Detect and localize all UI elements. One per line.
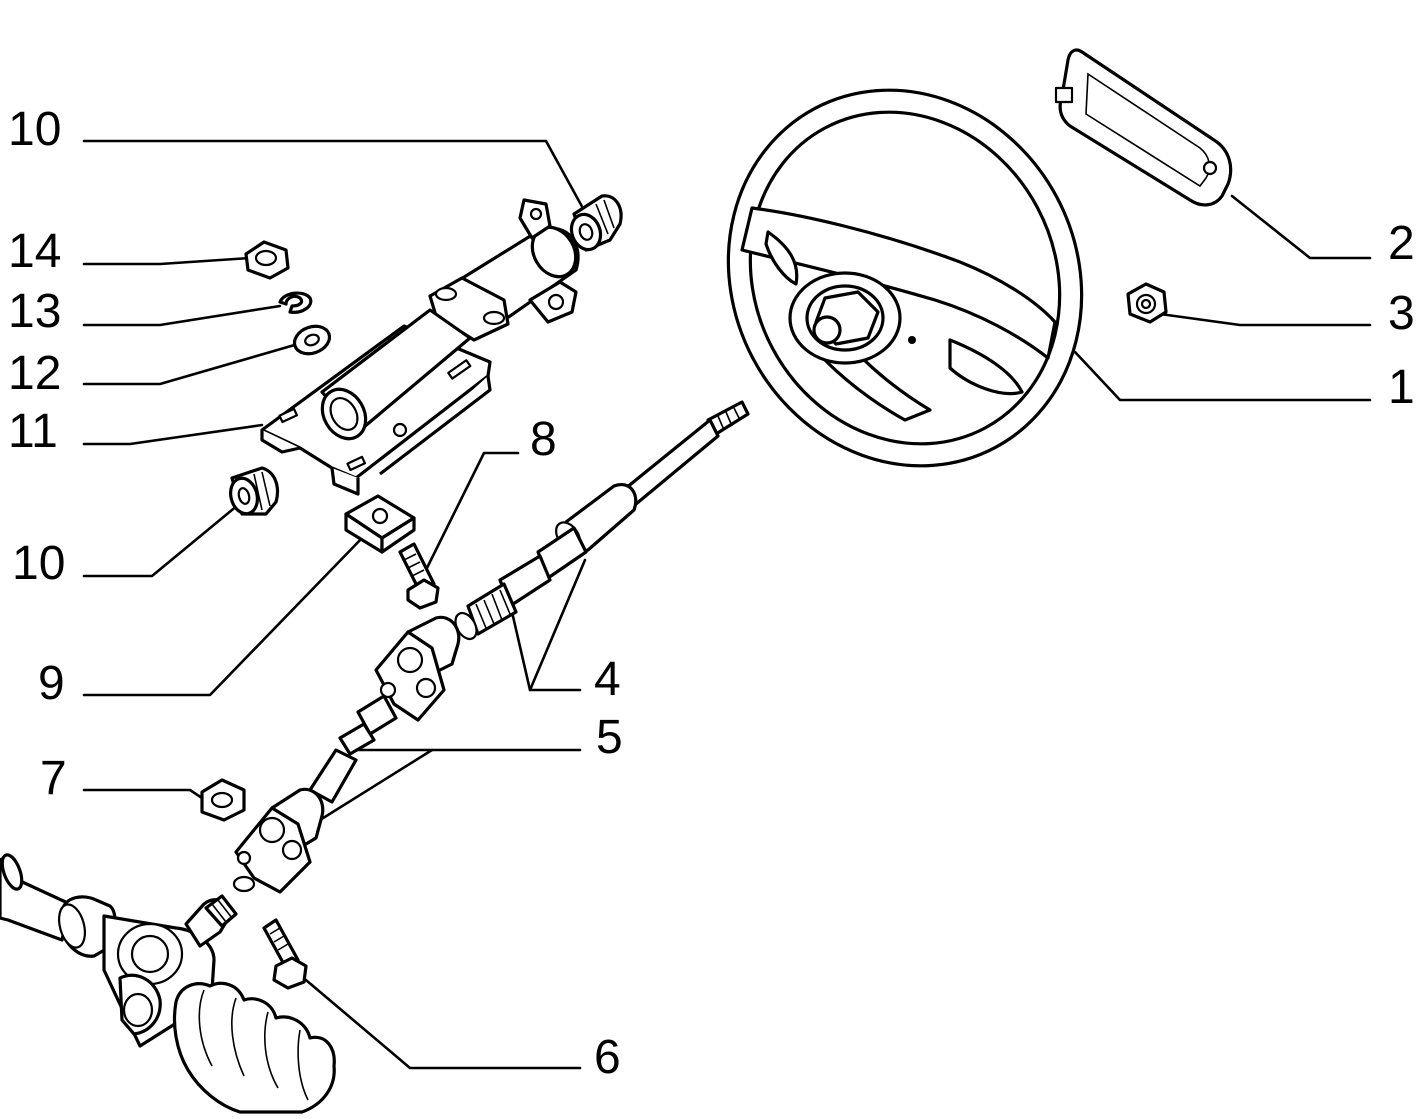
column-bracket-part [260, 198, 580, 496]
leader-line-1 [1073, 350, 1372, 402]
leader-line-13 [82, 304, 282, 327]
callout-1: 1 [1388, 361, 1415, 414]
steering-shaft-part [454, 400, 750, 641]
column-nut-top-part [244, 240, 290, 280]
steering-wheel-part [726, 88, 1084, 468]
leader-line-9 [82, 534, 366, 697]
leader-line-10-bottom [82, 503, 240, 578]
callout-7: 7 [40, 752, 67, 805]
leader-line-2 [1230, 194, 1372, 260]
horn-pad-cover-part [1054, 48, 1233, 207]
leader-line-5 [318, 748, 582, 822]
pinch-bolt-part [262, 918, 308, 990]
leader-line-7 [82, 788, 210, 804]
leader-line-6 [298, 973, 582, 1070]
wheel-nut-part [1126, 282, 1168, 324]
leader-line-11 [82, 423, 264, 446]
leader-line-4b [528, 558, 587, 692]
callout-5: 5 [596, 711, 623, 764]
leader-lines [82, 139, 1372, 1070]
clip-nut-part [344, 494, 416, 554]
callout-12: 12 [8, 347, 62, 400]
callout-6: 6 [594, 1031, 621, 1084]
leader-line-3 [1158, 312, 1372, 327]
leader-line-8 [418, 451, 520, 584]
callout-10-top: 10 [8, 103, 62, 156]
callout-8: 8 [530, 413, 557, 466]
callout-13: 13 [8, 285, 62, 338]
leader-line-12 [82, 342, 300, 386]
intermediate-shaft-part [232, 615, 461, 894]
callout-4: 4 [594, 653, 621, 706]
callout-14: 14 [8, 225, 62, 278]
callout-10-bottom: 10 [12, 537, 66, 590]
column-nut-part [200, 778, 246, 822]
steering-rack-assembly [0, 853, 336, 1114]
callout-2: 2 [1388, 217, 1415, 270]
washer-part [292, 324, 332, 356]
leader-line-10-top [82, 139, 587, 214]
spring-washer-part [278, 291, 313, 314]
callout-9: 9 [38, 657, 65, 710]
callout-11: 11 [8, 405, 58, 458]
callout-3: 3 [1388, 287, 1415, 340]
leader-line-14 [82, 256, 252, 266]
column-bolt-part [398, 542, 440, 610]
bushing-bottom-part [229, 466, 280, 516]
